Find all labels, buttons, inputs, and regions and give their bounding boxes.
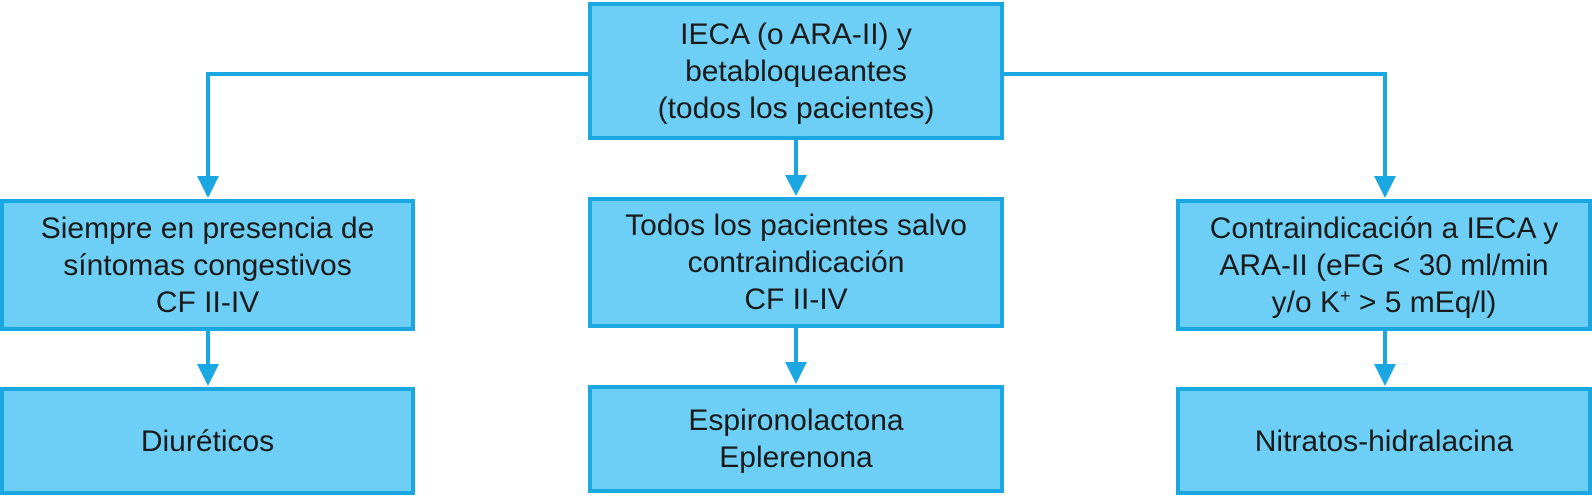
node-line: Siempre en presencia de [40,211,375,245]
node-espironolactona-eplerenona: Espironolactona Eplerenona [588,385,1004,493]
node-line: Eplerenona [719,441,873,474]
node-line: CF II-IV [155,285,260,319]
node-line-part: > 5 mEq/l) [1350,285,1497,319]
node-line: síntomas congestivos [63,248,352,282]
node-line: ARA-II (eFG < 30 ml/min [1219,248,1549,282]
arrowhead-right [1374,176,1396,198]
arrowhead-left [197,176,219,198]
superscript-plus: + [1339,285,1351,306]
node-line: Todos los pacientes salvo [625,209,967,242]
node-ieca-betabloqueantes: IECA (o ARA-II) y betabloqueantes (todos… [588,2,1004,140]
node-diureticos: Diuréticos [0,387,415,495]
node-todos-salvo-contraindicacion: Todos los pacientes salvo contraindicaci… [588,197,1004,328]
node-nitratos-hidralacina: Nitratos-hidralacina [1176,387,1592,495]
node-sintomas-congestivos: Siempre en presencia de síntomas congest… [0,199,415,331]
arrowhead-right-result [1374,364,1396,386]
node-contraindicacion-ieca: Contraindicación a IECA y ARA-II (eFG < … [1176,199,1592,331]
node-line: (todos los pacientes) [657,91,935,125]
connector-top-to-left [206,72,588,180]
node-line-part: y/o K [1271,285,1340,319]
arrowhead-middle-result [785,362,807,384]
node-line: CF II-IV [744,283,848,316]
node-line: Nitratos-hidralacina [1254,424,1514,458]
arrowhead-middle [785,175,807,196]
node-line: IECA (o ARA-II) y [680,17,912,51]
node-line-with-superscript: y/o K+ > 5 mEq/l) [1272,284,1497,321]
node-line: contraindicación [687,246,905,279]
node-line: Espironolactona [688,404,904,437]
node-line: Contraindicación a IECA y [1209,211,1559,245]
arrowhead-left-result [197,364,219,386]
node-line: betabloqueantes [685,54,907,88]
node-line: Diuréticos [140,424,275,458]
connector-top-to-right [1004,72,1387,180]
